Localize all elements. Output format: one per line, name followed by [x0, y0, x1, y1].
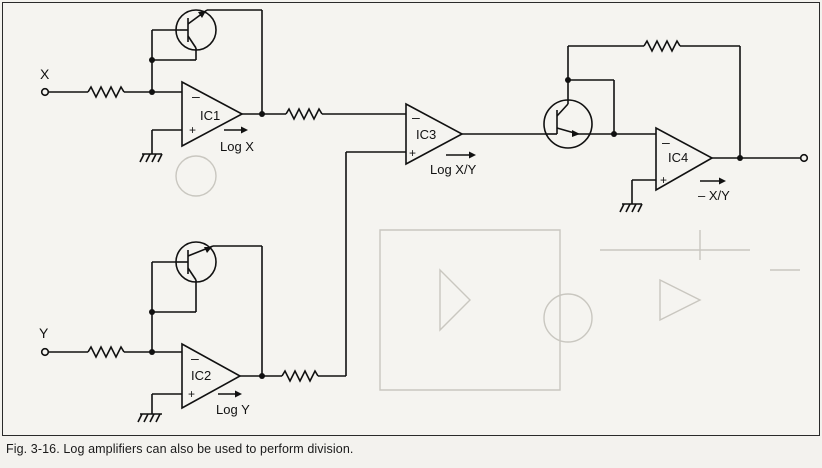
ic1-output-label: Log X: [220, 139, 254, 154]
figure-caption: Fig. 3-16. Log amplifiers can also be us…: [6, 442, 354, 456]
op-amp-ic2: – + IC2: [181, 342, 242, 410]
schematic-diagram: – + IC1 Log X: [39, 9, 809, 423]
ground-symbol-ic2: [137, 413, 162, 423]
ic3-output-label: Log X/Y: [430, 162, 477, 177]
ic4-output-label: – X/Y: [698, 188, 730, 203]
transistor-q2: [175, 241, 217, 313]
op-amp-ic3: – + IC3: [405, 102, 464, 166]
log-xy-arrow: [446, 151, 476, 159]
ic2-output-label: Log Y: [216, 402, 250, 417]
ground-symbol-ic1: [139, 153, 163, 163]
figure-frame: [2, 2, 820, 436]
x-input-terminal: [40, 87, 50, 97]
x-input-label: X: [40, 66, 50, 82]
y-input-resistor: [87, 345, 125, 359]
op-amp-ic1: – + IC1: [181, 80, 244, 148]
ic2-label: IC2: [191, 368, 211, 383]
op-amp-ic4: – + IC4: [655, 126, 714, 192]
ic3-plus-pin: +: [409, 146, 416, 160]
log-x-arrow: [224, 126, 248, 134]
x-input-resistor: [87, 85, 125, 99]
ic4-minus-pin: –: [662, 134, 670, 150]
output-arrow: [700, 177, 726, 185]
y-input-label: Y: [39, 325, 49, 341]
ic1-label: IC1: [200, 108, 220, 123]
transistor-q3: [543, 80, 616, 149]
ic4-label: IC4: [668, 150, 688, 165]
ic4-plus-pin: +: [660, 173, 667, 187]
ic2-plus-pin: +: [188, 387, 195, 401]
ic2-to-ic3-resistor: [281, 369, 319, 383]
ic3-label: IC3: [416, 127, 436, 142]
ic2-minus-pin: –: [191, 350, 199, 366]
y-input-stage: [40, 245, 263, 376]
x-input-stage: [40, 9, 263, 114]
ic4-feedback-resistor: [643, 39, 681, 53]
ic3-minus-pin: –: [412, 109, 420, 125]
transistor-q1: [175, 9, 217, 61]
ic1-plus-pin: +: [189, 123, 196, 137]
show-through-background: [175, 155, 800, 391]
ic1-to-ic3-resistor: [285, 107, 323, 121]
ground-symbol-ic4: [619, 203, 643, 213]
output-terminal: [799, 153, 809, 163]
ic1-minus-pin: –: [192, 88, 200, 104]
log-y-arrow: [218, 390, 242, 398]
y-input-terminal: [40, 347, 50, 357]
